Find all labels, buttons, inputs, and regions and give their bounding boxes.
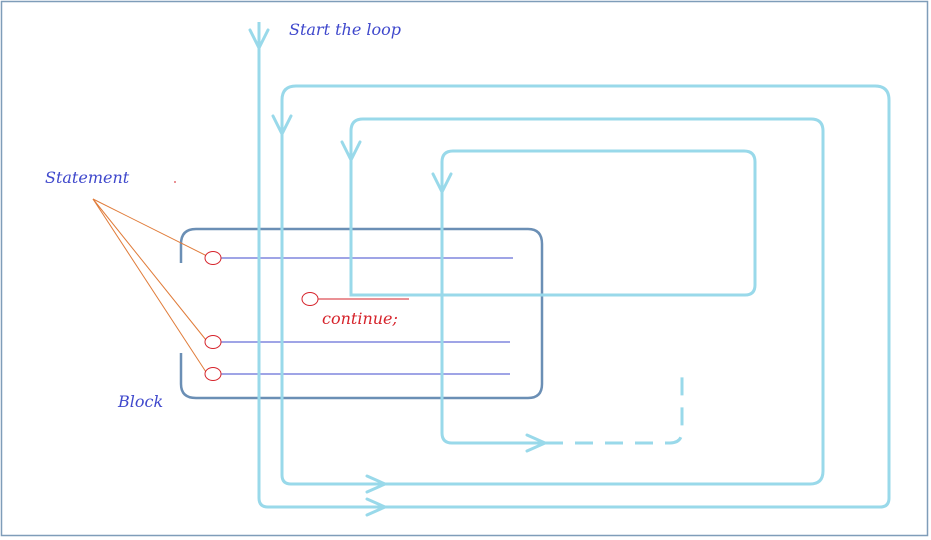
continue-statement: [301, 292, 409, 306]
pointer-line-1: [92, 198, 208, 257]
block-container: [179, 227, 544, 400]
continue-label: continue;: [322, 309, 398, 328]
arrow-down-outer: [271, 114, 293, 136]
arrow-down-start: [248, 28, 270, 50]
arrow-down-middle: [340, 140, 362, 162]
arrow-right-bottom-outer: [365, 497, 387, 517]
arrow-right-inner: [525, 433, 547, 453]
block-label: Block: [117, 392, 163, 411]
statement-circle-1: [204, 251, 222, 265]
statement-label: Statement: [45, 168, 130, 187]
statement-markers: [204, 251, 222, 381]
statement-lines: [221, 257, 513, 375]
outer-loop-path: [257, 22, 891, 509]
arrow-down-inner: [431, 172, 453, 194]
statement-circle-2: [204, 335, 222, 349]
pointer-line-2: [92, 198, 207, 341]
arrowheads: [248, 28, 547, 517]
continue-circle: [301, 292, 319, 306]
dashed-loop-path: [545, 368, 684, 445]
arrow-right-bottom-middle: [365, 474, 387, 494]
statement-circle-3: [204, 367, 222, 381]
pointer-line-3: [92, 198, 207, 373]
middle-loop-path: [349, 117, 825, 486]
start-loop-label: Start the loop: [289, 20, 401, 39]
statement-pointers: [92, 198, 208, 373]
